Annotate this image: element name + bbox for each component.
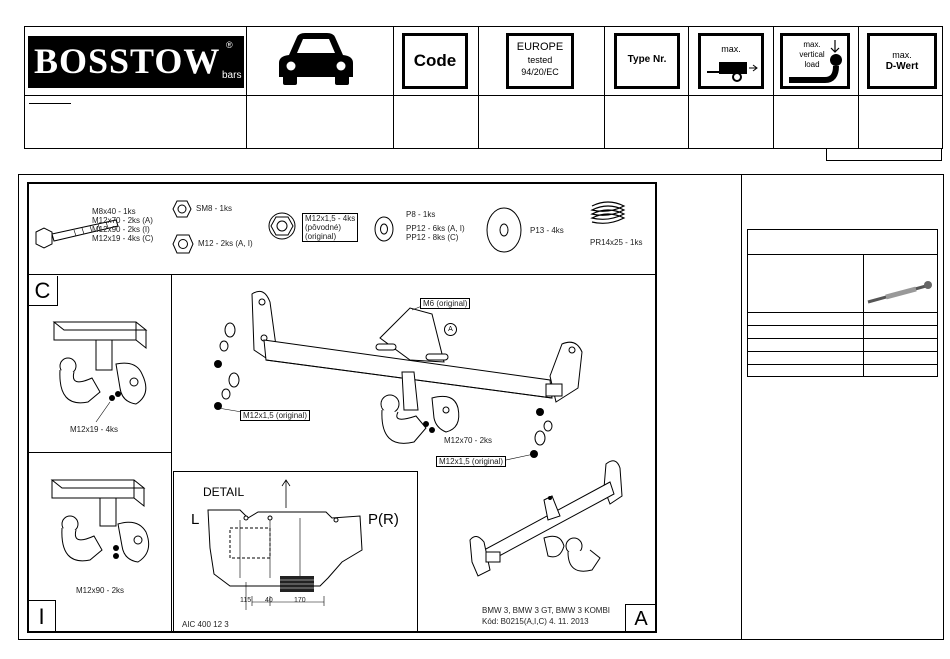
brand-sub: bars [222, 70, 242, 81]
panel-c-caption: M12x19 - 4ks [70, 425, 119, 434]
panel-i-drawing [50, 479, 150, 563]
panel-c-drawing [52, 321, 148, 423]
code-box: Code [402, 33, 468, 89]
bosstow-logo: BOSSTOW ® bars [28, 36, 244, 88]
car-cell [247, 27, 394, 149]
flange-nut-label: M12x1,5 - 4ks (pôvodné) (original) [302, 213, 359, 242]
europe-line1: EUROPE [516, 41, 564, 53]
europe-line3: 94/20/EC [521, 67, 559, 77]
flange-line2: (pôvodné) [305, 223, 342, 232]
dwert-line1: max. [892, 50, 912, 60]
torque-wrench-icon [867, 281, 932, 304]
dim-115: 115 [240, 597, 252, 604]
nut-m12-icon [172, 234, 194, 254]
c-i-divider [28, 452, 171, 453]
dwert-line2: D-Wert [885, 61, 919, 72]
washer-list: P8 - 1ks PP12 - 6ks (A, I) PP12 - 8ks (C… [406, 210, 465, 242]
bolt-line1: M8x40 - 1ks [92, 207, 136, 216]
spring-icon [590, 201, 626, 224]
drawing-frame [18, 174, 944, 640]
europe-line2: tested [527, 55, 553, 65]
washer-line1: P8 - 1ks [406, 210, 436, 219]
type-box: Type Nr. [614, 33, 680, 89]
brand-name: BOSSTOW [34, 41, 221, 81]
panel-a-letter: A [625, 604, 656, 632]
type-cell: Type Nr. [605, 27, 689, 149]
main-assembly-drawing [214, 290, 583, 461]
code-label: Code [413, 51, 457, 70]
detail-drawing [207, 479, 363, 610]
panel-c-letter: C [28, 276, 58, 306]
vertical-line1: max. [803, 40, 821, 49]
left-column-divider [171, 274, 172, 632]
flange-nut-icon [268, 212, 296, 240]
europe-box: EUROPE tested 94/20/EC [506, 33, 574, 89]
flange-line3: (original) [305, 232, 337, 241]
flange-line1: M12x1,5 - 4ks [305, 214, 356, 223]
detail-box [173, 471, 418, 632]
car-icon [279, 33, 353, 85]
washer-icon [374, 216, 394, 242]
logo-cell: BOSSTOW ® bars [25, 27, 247, 149]
m12x70-label: M12x70 - 2ks [444, 436, 493, 445]
vertical-line3: load [804, 60, 820, 69]
max-trailer-box: max. [698, 33, 764, 89]
bolt-line4: M12x19 - 4ks (C) [92, 234, 154, 243]
parts-row-divider [28, 274, 656, 275]
header-tab [826, 148, 942, 161]
m12-right-label: M12x1,5 (original) [436, 456, 507, 467]
type-label: Type Nr. [627, 54, 667, 65]
aic-code: AIC 400 12 3 [182, 620, 229, 629]
detail-left-mark: L [191, 511, 200, 528]
nut-m8-icon [172, 200, 192, 218]
detail-title: DETAIL [203, 485, 245, 499]
nut-m8-label: SM8 - 1ks [196, 204, 233, 213]
header-table: BOSSTOW ® bars Code EUROPE tested 94/20/… [24, 26, 943, 149]
kod-line: Kód: B0215(A,I,C) 4. 11. 2013 [482, 617, 589, 626]
vertical-load-box: max. vertical load [780, 33, 850, 89]
vertical-load-cell: max. vertical load [774, 27, 859, 149]
torque-table [747, 229, 938, 377]
assembly-drawing [27, 182, 657, 633]
dim-40: 40 [265, 597, 273, 604]
panel-i-caption: M12x90 - 2ks [76, 586, 125, 595]
panel-i-letter: I [28, 600, 56, 632]
bolt-line3: M12x90 - 2ks (I) [92, 225, 150, 234]
a-circle-marker: A [444, 323, 457, 336]
europe-cell: EUROPE tested 94/20/EC [479, 27, 605, 149]
bolt-list: M8x40 - 1ks M12x70 - 2ks (A) M12x90 - 2k… [92, 207, 153, 243]
spring-label: PR14x25 - 1ks [590, 238, 643, 247]
dwert-box: max. D-Wert [867, 33, 937, 89]
max-trailer-cell: max. [689, 27, 774, 149]
big-washer-icon [486, 207, 522, 253]
dim-170: 170 [294, 597, 306, 604]
vertical-load-icon [789, 40, 842, 83]
big-washer-label: P13 - 4ks [530, 226, 564, 235]
header-divider [25, 95, 942, 96]
detail-right-mark: P(R) [368, 511, 399, 528]
nut-m12-label: M12 - 2ks (A, I) [198, 239, 253, 248]
trailer-icon [707, 62, 758, 82]
right-panel-divider [741, 174, 742, 640]
underline-mark [29, 103, 71, 104]
washer-line2: PP12 - 6ks (A, I) [406, 224, 465, 233]
vehicle-models: BMW 3, BMW 3 GT, BMW 3 KOMBI [482, 606, 611, 615]
max-label: max. [721, 44, 741, 54]
m12-left-label: M12x1,5 (original) [240, 410, 311, 421]
dwert-cell: max. D-Wert [859, 27, 944, 149]
code-cell: Code [394, 27, 479, 149]
vertical-line2: vertical [799, 50, 825, 59]
bolt-icon [35, 219, 119, 249]
brand-reg: ® [226, 40, 233, 50]
m6-label: M6 (original) [420, 298, 471, 309]
bolt-line2: M12x70 - 2ks (A) [92, 216, 153, 225]
installed-view-drawing [469, 460, 623, 577]
washer-line3: PP12 - 8ks (C) [406, 233, 459, 242]
